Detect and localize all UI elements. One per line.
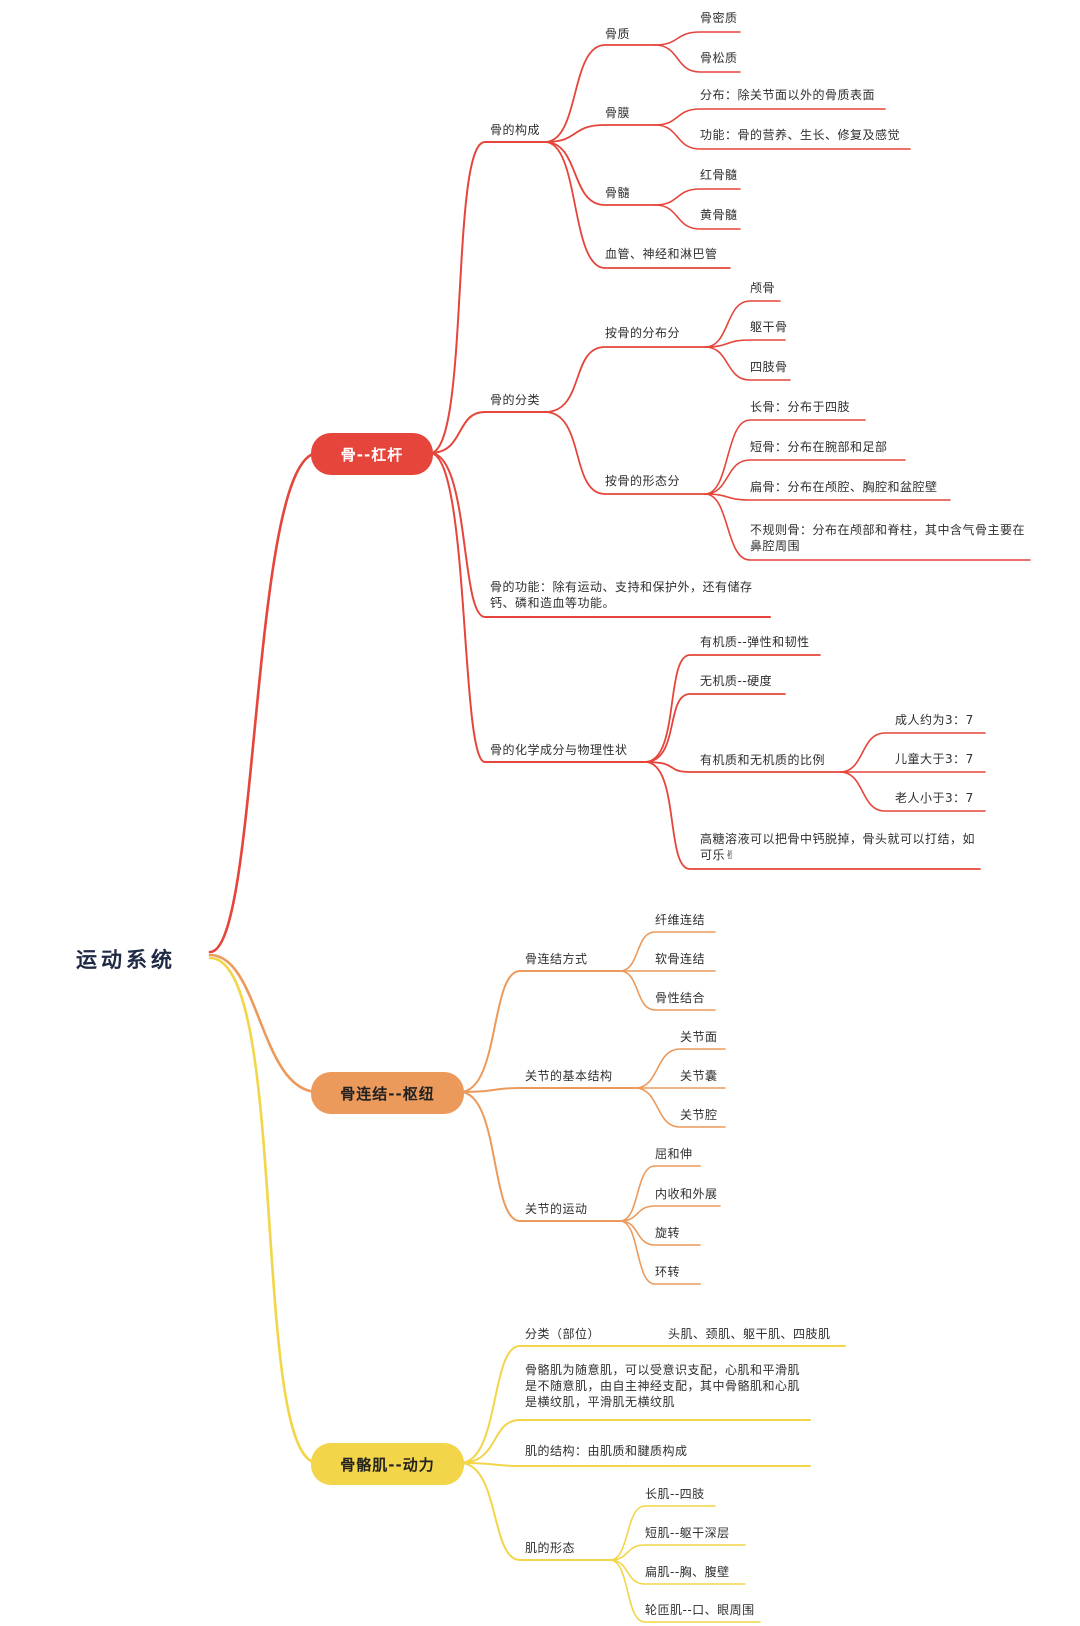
shape-item: 扁骨：分布在颅腔、胸腔和盆腔壁	[750, 480, 938, 494]
gu-mo-item: 分布：除关节面以外的骨质表面	[700, 88, 876, 102]
muscle-shape-item: 长肌--四肢	[645, 1487, 705, 1501]
by-distribution-label: 按骨的分布分	[605, 326, 681, 340]
joint-movement-label: 关节的运动	[525, 1202, 588, 1216]
muscle-category-label: 分类（部位）	[525, 1327, 601, 1341]
shape-item: 长骨：分布于四肢	[750, 400, 851, 414]
bone-function-text: 骨的功能：除有运动、支持和保护外，还有储存钙、磷和造血等功能。	[490, 580, 753, 610]
muscle-voluntary-text: 骨骼肌为随意肌，可以受意识支配，心肌和平滑肌是不随意肌，由自主神经支配，其中骨骼…	[525, 1363, 801, 1409]
vessels-label: 血管、神经和淋巴管	[605, 247, 718, 261]
branch-muscle-pill[interactable]: 骨骼肌--动力	[311, 1443, 464, 1485]
distribution-item: 四肢骨	[750, 360, 788, 374]
joint-movement-item: 环转	[655, 1265, 681, 1279]
muscle-shape-item: 短肌--躯干深层	[645, 1526, 730, 1540]
shape-item: 不规则骨：分布在颅部和脊柱，其中含气骨主要在鼻腔周围	[750, 523, 1026, 553]
inorganic-label: 无机质--硬度	[700, 674, 773, 688]
muscle-structure-text: 肌的结构：由肌质和腱质构成	[525, 1444, 688, 1458]
organic-label: 有机质--弹性和韧性	[700, 635, 810, 649]
joint-method-item: 纤维连结	[655, 913, 706, 927]
gu-sui-label: 骨髓	[605, 186, 631, 200]
bone-composition-label: 骨的构成	[490, 123, 541, 137]
muscle-shape-item: 轮匝肌--口、眼周围	[645, 1603, 755, 1617]
joint-methods-label: 骨连结方式	[525, 952, 588, 966]
branch-joint-pill[interactable]: 骨连结--枢纽	[311, 1072, 464, 1114]
chemistry-note: 高糖溶液可以把骨中钙脱掉，骨头就可以打结，如可乐✌	[700, 832, 976, 862]
chemistry-label: 骨的化学成分与物理性状	[490, 743, 628, 757]
muscle-shape-label: 肌的形态	[525, 1541, 576, 1555]
muscle-shape-item: 扁肌--胸、腹壁	[645, 1565, 730, 1579]
joint-movement-item: 内收和外展	[655, 1187, 718, 1201]
joint-structure-item: 关节面	[680, 1030, 718, 1044]
joint-method-item: 软骨连结	[655, 952, 706, 966]
gu-zhi-item: 骨密质	[700, 11, 738, 25]
joint-method-item: 骨性结合	[655, 991, 706, 1005]
ratio-item: 儿童大于3：7	[895, 752, 974, 766]
gu-zhi-label: 骨质	[605, 27, 631, 41]
muscle-category-value: 头肌、颈肌、躯干肌、四肢肌	[668, 1327, 831, 1341]
gu-sui-item: 红骨髓	[700, 168, 738, 182]
joint-structure-item: 关节囊	[680, 1069, 718, 1083]
shape-item: 短骨：分布在腕部和足部	[750, 440, 888, 454]
ratio-item: 老人小于3：7	[895, 791, 974, 805]
branch-bone-pill[interactable]: 骨--杠杆	[311, 433, 433, 475]
gu-mo-label: 骨膜	[605, 106, 631, 120]
distribution-item: 躯干骨	[750, 320, 788, 334]
joint-structure-label: 关节的基本结构	[525, 1069, 613, 1083]
ratio-item: 成人约为3：7	[895, 713, 974, 727]
gu-mo-item: 功能：骨的营养、生长、修复及感觉	[700, 128, 901, 142]
gu-sui-item: 黄骨髓	[700, 208, 738, 222]
joint-movement-item: 屈和伸	[655, 1147, 693, 1161]
bone-classification-label: 骨的分类	[490, 393, 541, 407]
joint-structure-item: 关节腔	[680, 1108, 718, 1122]
by-shape-label: 按骨的形态分	[605, 474, 681, 488]
distribution-item: 颅骨	[750, 281, 776, 295]
root-title: 运动系统	[76, 948, 176, 972]
ratio-label: 有机质和无机质的比例	[700, 753, 826, 767]
joint-movement-item: 旋转	[655, 1226, 681, 1240]
gu-zhi-item: 骨松质	[700, 51, 738, 65]
